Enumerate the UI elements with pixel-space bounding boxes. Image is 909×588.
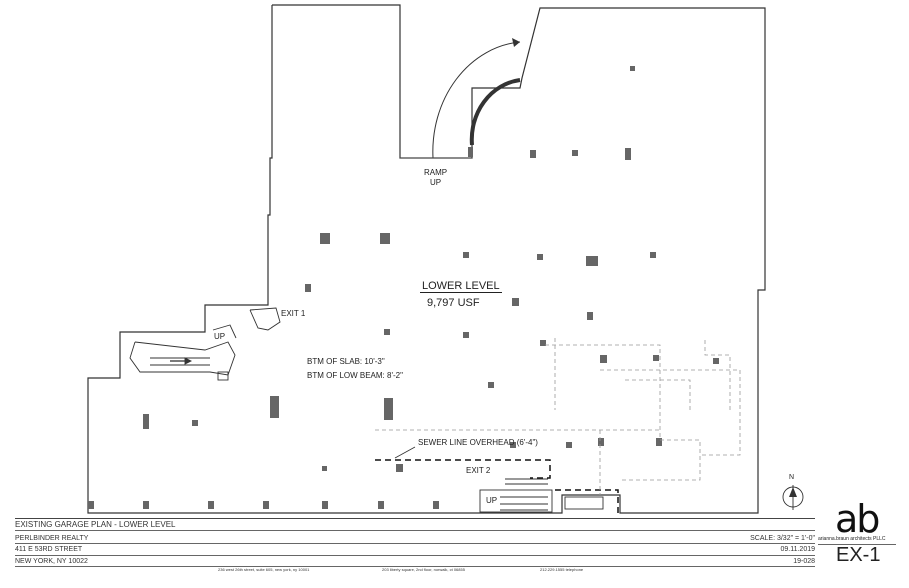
exit1-label: EXIT 1 xyxy=(281,309,306,318)
column xyxy=(630,66,635,71)
ramp-arc xyxy=(432,41,521,159)
column xyxy=(322,501,328,509)
title-rule-top xyxy=(15,518,815,519)
project-number: 19-028 xyxy=(793,558,815,565)
sewer-line-label: SEWER LINE OVERHEAD (6'-4") xyxy=(418,438,538,447)
ramp-curb xyxy=(469,78,521,146)
column xyxy=(600,355,607,363)
column xyxy=(656,438,662,446)
column xyxy=(488,382,494,388)
stair-up-left-label: UP xyxy=(214,332,226,341)
column xyxy=(192,420,198,426)
column xyxy=(263,501,269,509)
ramp-arrow xyxy=(512,38,520,47)
firm-logo: ab xyxy=(835,497,880,541)
area-name: LOWER LEVEL xyxy=(420,280,502,293)
column xyxy=(540,340,546,346)
column xyxy=(270,396,279,418)
column xyxy=(586,256,598,266)
sewer-line xyxy=(375,459,551,479)
column xyxy=(396,464,403,472)
column xyxy=(537,254,543,260)
column xyxy=(384,329,390,335)
column xyxy=(208,501,214,509)
client-name: PERLBINDER REALTY xyxy=(15,535,89,542)
column xyxy=(468,147,473,157)
column xyxy=(463,252,469,258)
north-label: N xyxy=(789,474,795,481)
address-line-2: NEW YORK, NY 10022 xyxy=(15,558,88,565)
beam-height-note: BTM OF LOW BEAM: 8'-2" xyxy=(307,371,403,380)
column xyxy=(653,355,659,361)
column xyxy=(530,150,536,158)
phone: 212.229.1555 telephone xyxy=(540,567,584,572)
column xyxy=(572,150,578,156)
sheet-title: EXISTING GARAGE PLAN - LOWER LEVEL xyxy=(15,520,176,529)
column-grid xyxy=(88,66,719,509)
column xyxy=(463,332,469,338)
exit2-label: EXIT 2 xyxy=(466,466,491,475)
column xyxy=(143,414,149,429)
stair-up-bottom-label: UP xyxy=(486,496,498,505)
column xyxy=(305,284,311,292)
column xyxy=(320,233,330,244)
column xyxy=(380,233,390,244)
column xyxy=(587,312,593,320)
column xyxy=(384,398,393,420)
north-arrow xyxy=(782,485,804,510)
column xyxy=(598,438,604,446)
column xyxy=(650,252,656,258)
office-1: 236 west 26th street, suite 605, new yor… xyxy=(218,567,310,572)
ramp-label: RAMP UP xyxy=(424,168,448,187)
slab-height-note: BTM OF SLAB: 10'-3" xyxy=(307,357,385,366)
sewer-line-2 xyxy=(555,489,619,513)
exit1-door xyxy=(249,307,281,331)
column xyxy=(512,298,519,306)
column xyxy=(625,148,631,160)
scale: SCALE: 3/32" = 1'-0" xyxy=(750,535,815,542)
left-stair xyxy=(129,324,237,381)
sheet-number: EX-1 xyxy=(836,544,881,566)
address-line-1: 411 E 53RD STREET xyxy=(15,546,83,553)
column xyxy=(88,501,94,509)
bottom-stair xyxy=(479,478,604,513)
column xyxy=(143,501,149,509)
firm-name: arianna.braun architects PLLC xyxy=(818,536,886,542)
column xyxy=(433,501,439,509)
area-size: 9,797 USF xyxy=(427,297,480,309)
column xyxy=(713,358,719,364)
building-outline xyxy=(87,4,766,514)
date: 09.11.2019 xyxy=(780,546,815,553)
floor-plan xyxy=(87,4,804,514)
office-2: 203 liberty square, 2nd floor, norwalk, … xyxy=(382,567,465,572)
column xyxy=(322,466,327,471)
column xyxy=(566,442,572,448)
utility-lines xyxy=(375,338,741,495)
column xyxy=(510,442,516,448)
column xyxy=(378,501,384,509)
